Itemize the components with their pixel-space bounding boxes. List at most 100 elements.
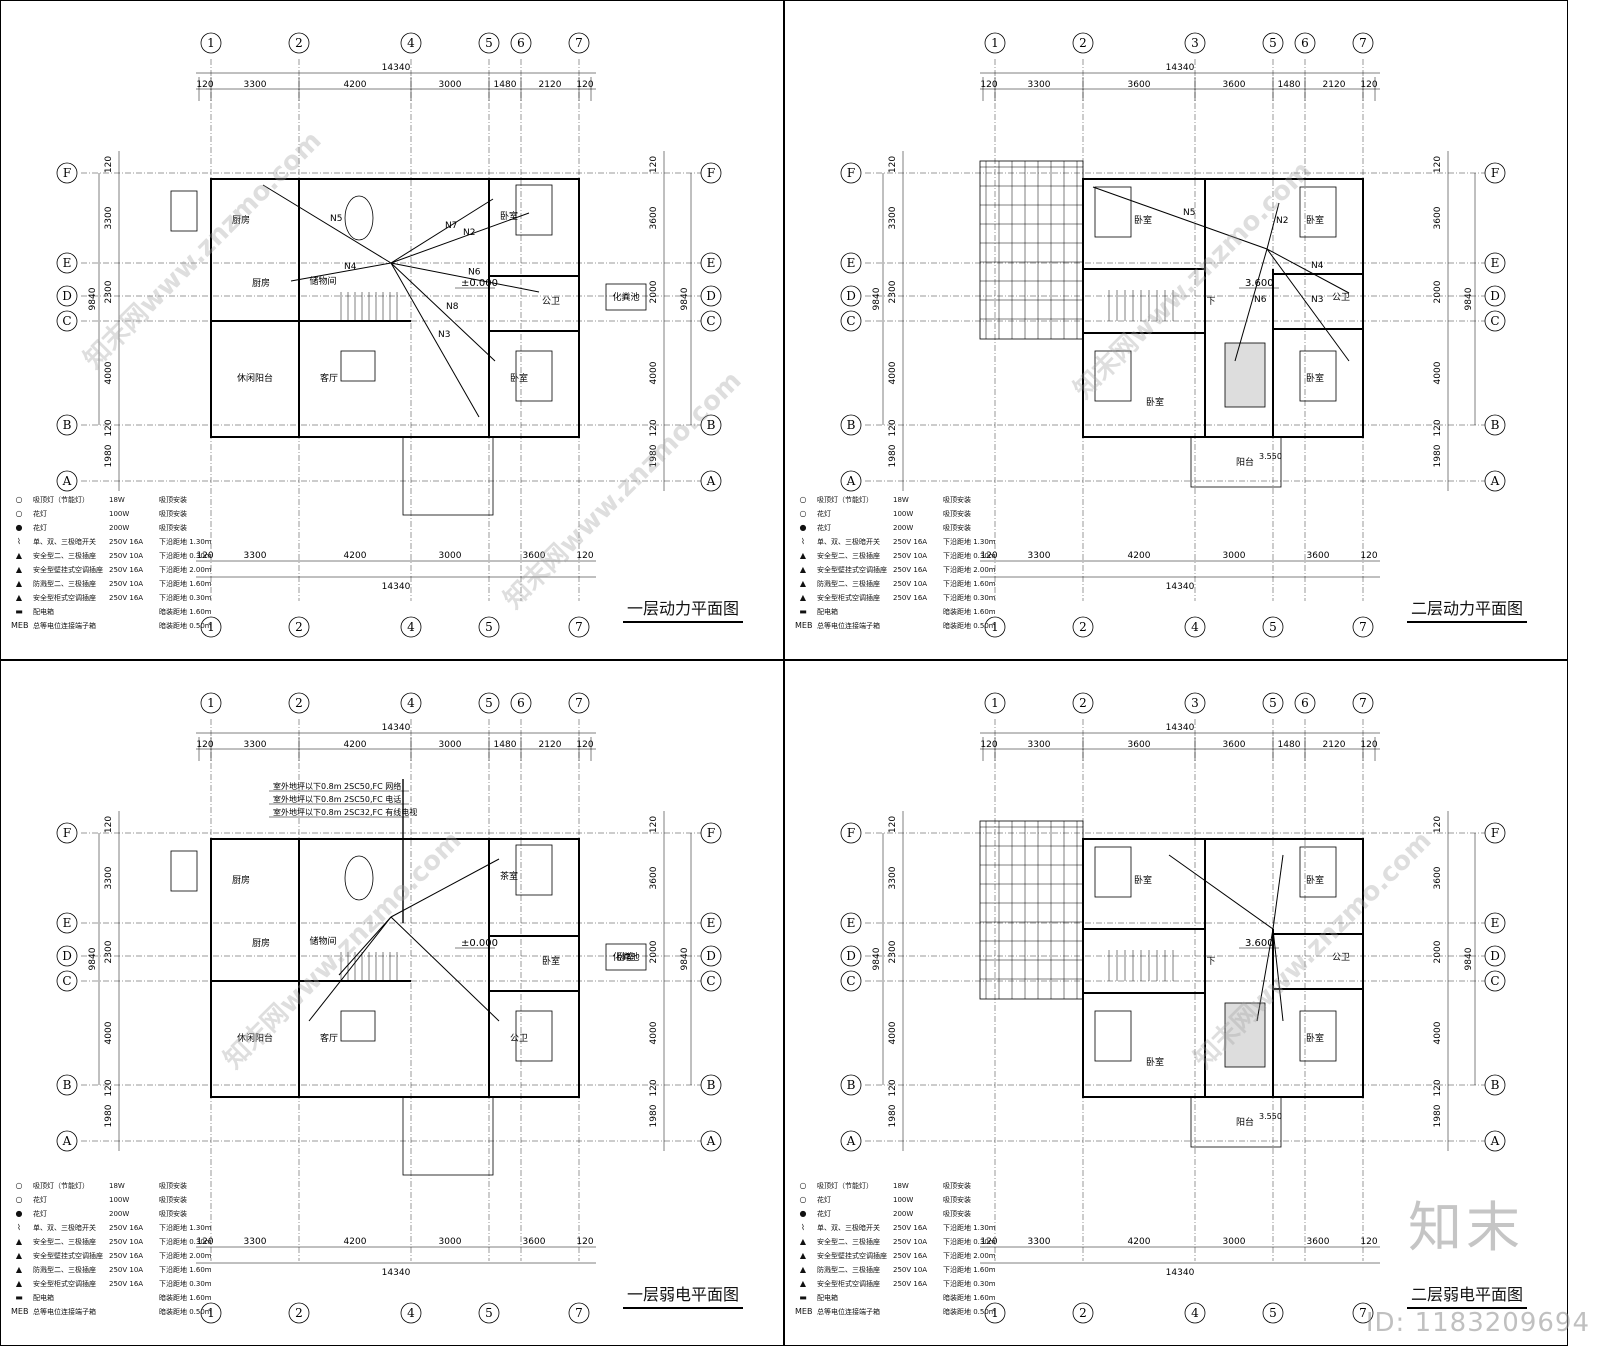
- axis-bubble: [200, 1302, 222, 1324]
- legend-install: 暗装距地 1.60m: [159, 1294, 212, 1302]
- dim-total: 9840: [680, 947, 690, 970]
- circuit-label: N8: [446, 302, 459, 312]
- room-label: 厨房: [232, 214, 250, 226]
- legend-install: 下沿距地 2.00m: [159, 1252, 212, 1260]
- drawing-title: 二层弱电平面图: [1406, 1281, 1527, 1309]
- splash-socket-icon: ▲: [15, 1265, 23, 1274]
- dim-text: 4000: [888, 1021, 898, 1044]
- bed: [1299, 350, 1337, 402]
- legend-rating: 100W: [893, 1196, 914, 1204]
- legend-name: 总等电位连接端子箱: [33, 1308, 96, 1316]
- bed: [1094, 186, 1132, 238]
- legend-rating: 250V 10A: [109, 1238, 144, 1246]
- socket-icon: ▲: [15, 551, 23, 560]
- signal-line: [1168, 854, 1274, 930]
- dim-text: 4200: [344, 1237, 367, 1247]
- legend-rating: 250V 16A: [109, 566, 144, 574]
- dim-text: 3600: [1307, 551, 1330, 561]
- axis-label: B: [63, 1078, 72, 1092]
- ac-socket-icon: ▲: [15, 1251, 23, 1260]
- roof-hatch: [979, 160, 1084, 340]
- legend-install: 吸顶安装: [943, 524, 971, 532]
- legend-install: 吸顶安装: [159, 496, 187, 504]
- legend-install: 吸顶安装: [943, 1182, 971, 1190]
- legend-name: 花灯: [33, 524, 47, 532]
- ac-floor-socket-icon: ▲: [15, 593, 23, 602]
- dim-text: 1480: [494, 740, 517, 750]
- bed: [1094, 1010, 1132, 1062]
- dim-text: 1980: [888, 444, 898, 467]
- meb-icon: MEB: [11, 621, 29, 630]
- meb-icon: MEB: [795, 1307, 813, 1316]
- axis-bubble: [840, 970, 862, 992]
- axis-label: 5: [485, 696, 493, 710]
- axis-bubble: [56, 414, 78, 436]
- circuit-label: N3: [438, 330, 450, 340]
- legend-rating: 250V 16A: [109, 538, 144, 546]
- dim-text: 120: [104, 156, 114, 173]
- dim-text: 120: [980, 80, 997, 90]
- legend-name: 单、双、三极暗开关: [817, 538, 880, 546]
- watermark-id: ID: 1183209694: [1365, 1308, 1590, 1338]
- ceiling-lamp-icon: ○: [799, 495, 807, 504]
- dim-text: 3300: [888, 206, 898, 229]
- porch: [402, 1096, 494, 1176]
- room-label: 厨房: [252, 277, 270, 289]
- legend-rating: [893, 1305, 937, 1319]
- room-label: 卧室: [1306, 874, 1324, 886]
- axis-bubble: [700, 470, 722, 492]
- axis-bubble: [1484, 1074, 1506, 1096]
- bed: [1299, 846, 1337, 898]
- axis-bubble: [478, 32, 500, 54]
- dim-text: 4000: [1433, 1021, 1443, 1044]
- legend-name: 配电箱: [817, 608, 838, 616]
- legend-install: 下沿距地 0.30m: [159, 1280, 212, 1288]
- dim-text: 3000: [439, 1237, 462, 1247]
- legend-name: 防溅型二、三极插座: [817, 580, 880, 588]
- axis-label: D: [846, 289, 856, 303]
- axis-bubble: [1352, 616, 1374, 638]
- legend-rating: 250V 16A: [893, 566, 928, 574]
- legend-name: 总等电位连接端子箱: [817, 1308, 880, 1316]
- switch-icon: ⌇: [17, 537, 21, 546]
- dim-text: 120: [1433, 816, 1443, 833]
- axis-bubble: [840, 1074, 862, 1096]
- legend-name: 安全型柜式空调插座: [817, 594, 880, 602]
- dim-text: 120: [888, 1079, 898, 1096]
- axis-bubble: [288, 32, 310, 54]
- axis-label: 2: [1079, 36, 1087, 50]
- room-label: 厨房: [252, 937, 270, 949]
- legend-rating: 18W: [893, 496, 909, 504]
- circuit-line: [262, 184, 392, 264]
- axis-label: 2: [1079, 1306, 1087, 1320]
- legend-rating: 18W: [109, 496, 125, 504]
- legend-install: 吸顶安装: [943, 1210, 971, 1218]
- axis-label: 7: [575, 1306, 583, 1320]
- dining-table: [344, 855, 374, 901]
- legend-install: 下沿距地 1.60m: [943, 580, 996, 588]
- axis-label: 4: [407, 620, 415, 634]
- legend-rating: 200W: [893, 1210, 914, 1218]
- axis-bubble: [840, 162, 862, 184]
- axis-label: A: [62, 1134, 72, 1148]
- legend-name: 花灯: [33, 1196, 47, 1204]
- axis-label: A: [846, 474, 856, 488]
- legend-rating: 250V 16A: [109, 1252, 144, 1260]
- axis-label: 5: [485, 620, 493, 634]
- axis-bubble: [1484, 1130, 1506, 1152]
- axis-bubble: [56, 470, 78, 492]
- axis-bubble: [288, 616, 310, 638]
- axis-label: 5: [1269, 36, 1277, 50]
- signal-line: [390, 858, 500, 918]
- legend-rating: 250V 16A: [893, 538, 928, 546]
- bed: [1094, 846, 1132, 898]
- axis-bubble: [1072, 616, 1094, 638]
- signal-line: [1272, 928, 1284, 1022]
- dim-text: 3600: [523, 1237, 546, 1247]
- axis-label: E: [1491, 916, 1500, 930]
- axis-bubble: [840, 822, 862, 844]
- conduit-note: 室外地坪以下0.8m 2SC50,FC 网络: [273, 781, 401, 791]
